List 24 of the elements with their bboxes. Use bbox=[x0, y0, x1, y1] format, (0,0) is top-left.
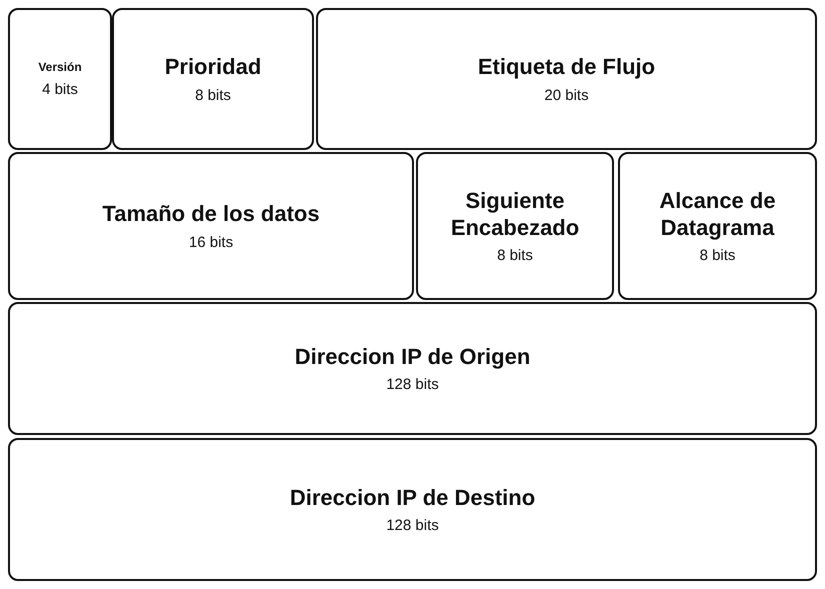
header-field-box bbox=[316, 8, 817, 150]
field-name: Tamaño de los datos bbox=[102, 201, 320, 228]
field-size: 4 bits bbox=[42, 80, 78, 98]
header-field-box bbox=[8, 302, 817, 435]
field-name: Alcance de Datagrama bbox=[658, 188, 777, 241]
field-size: 20 bits bbox=[544, 86, 589, 104]
header-field-box bbox=[112, 8, 314, 150]
header-field-box bbox=[416, 152, 614, 300]
header-field-box bbox=[8, 8, 112, 150]
field-name: Siguiente Encabezado bbox=[450, 188, 580, 241]
field-size: 16 bits bbox=[188, 234, 234, 251]
header-field-box bbox=[8, 152, 414, 300]
field-size: 128 bits bbox=[386, 376, 439, 394]
field-name: Direccion IP de Destino bbox=[290, 484, 536, 512]
field-name: Versión bbox=[38, 60, 82, 75]
field-size: 8 bits bbox=[195, 86, 231, 104]
field-name: Etiqueta de Flujo bbox=[478, 54, 656, 81]
field-size: 8 bits bbox=[497, 246, 533, 264]
field-name: Direccion IP de Origen bbox=[294, 344, 530, 370]
field-name: Prioridad bbox=[164, 54, 262, 81]
field-size: 8 bits bbox=[700, 246, 736, 264]
header-field-box bbox=[8, 438, 817, 581]
header-field-box bbox=[618, 152, 817, 300]
field-size: 128 bits bbox=[386, 517, 439, 534]
